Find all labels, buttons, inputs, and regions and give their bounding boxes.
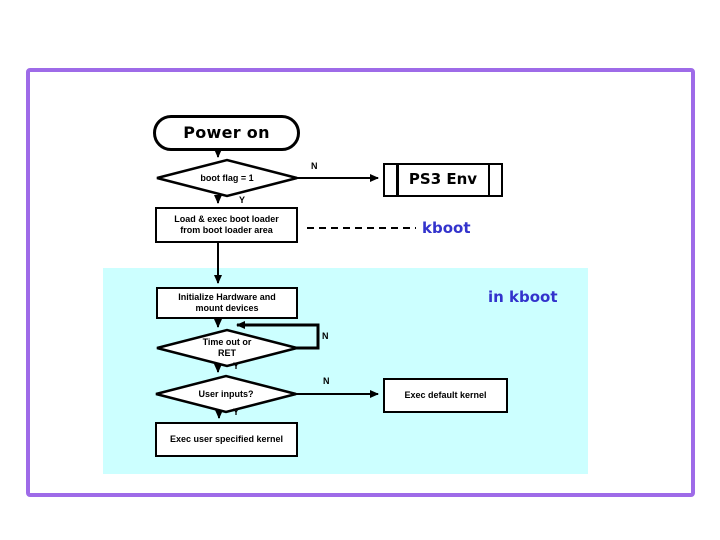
edge-label-timeout-n: N (322, 331, 329, 341)
edge-label-timeout-y: Y (233, 361, 240, 371)
exec-default-kernel-process: Exec default kernel (383, 378, 508, 413)
boot-flag-decision-shape (156, 158, 298, 198)
kboot-annotation: kboot (422, 219, 471, 237)
timeout-decision-shape (156, 328, 298, 368)
load-boot-loader-process: Load & exec boot loader from boot loader… (155, 207, 298, 243)
load-boot-loader-line2: from boot loader area (180, 225, 273, 235)
exec-user-kernel-process: Exec user specified kernel (155, 422, 298, 457)
edge-label-userinputs-n: N (323, 376, 330, 386)
exec-user-kernel-label: Exec user specified kernel (169, 433, 284, 444)
power-on-terminal: Power on (153, 115, 300, 151)
edge-timeout-no-loop (236, 321, 320, 350)
power-on-label: Power on (183, 123, 270, 143)
init-hardware-line2: mount devices (195, 303, 259, 313)
edge-label-bootflag-n: N (311, 161, 318, 171)
edge-label-userinputs-y: Y (233, 407, 240, 417)
ps3-env-predefined-process: PS3 Env (383, 163, 503, 197)
init-hardware-line1: Initialize Hardware and (178, 291, 276, 302)
predef-left-bar-icon (396, 165, 399, 195)
init-hardware-process: Initialize Hardware and mount devices (156, 287, 298, 319)
predef-right-bar-icon (487, 165, 490, 195)
load-boot-loader-line1: Load & exec boot loader (174, 213, 279, 224)
edge-label-bootflag-y: Y (239, 195, 246, 205)
exec-default-kernel-label: Exec default kernel (404, 389, 487, 400)
user-inputs-decision-shape (155, 374, 297, 414)
ps3-env-label: PS3 Env (408, 170, 478, 189)
outer-frame (26, 68, 695, 497)
in-kboot-annotation: in kboot (488, 288, 558, 306)
